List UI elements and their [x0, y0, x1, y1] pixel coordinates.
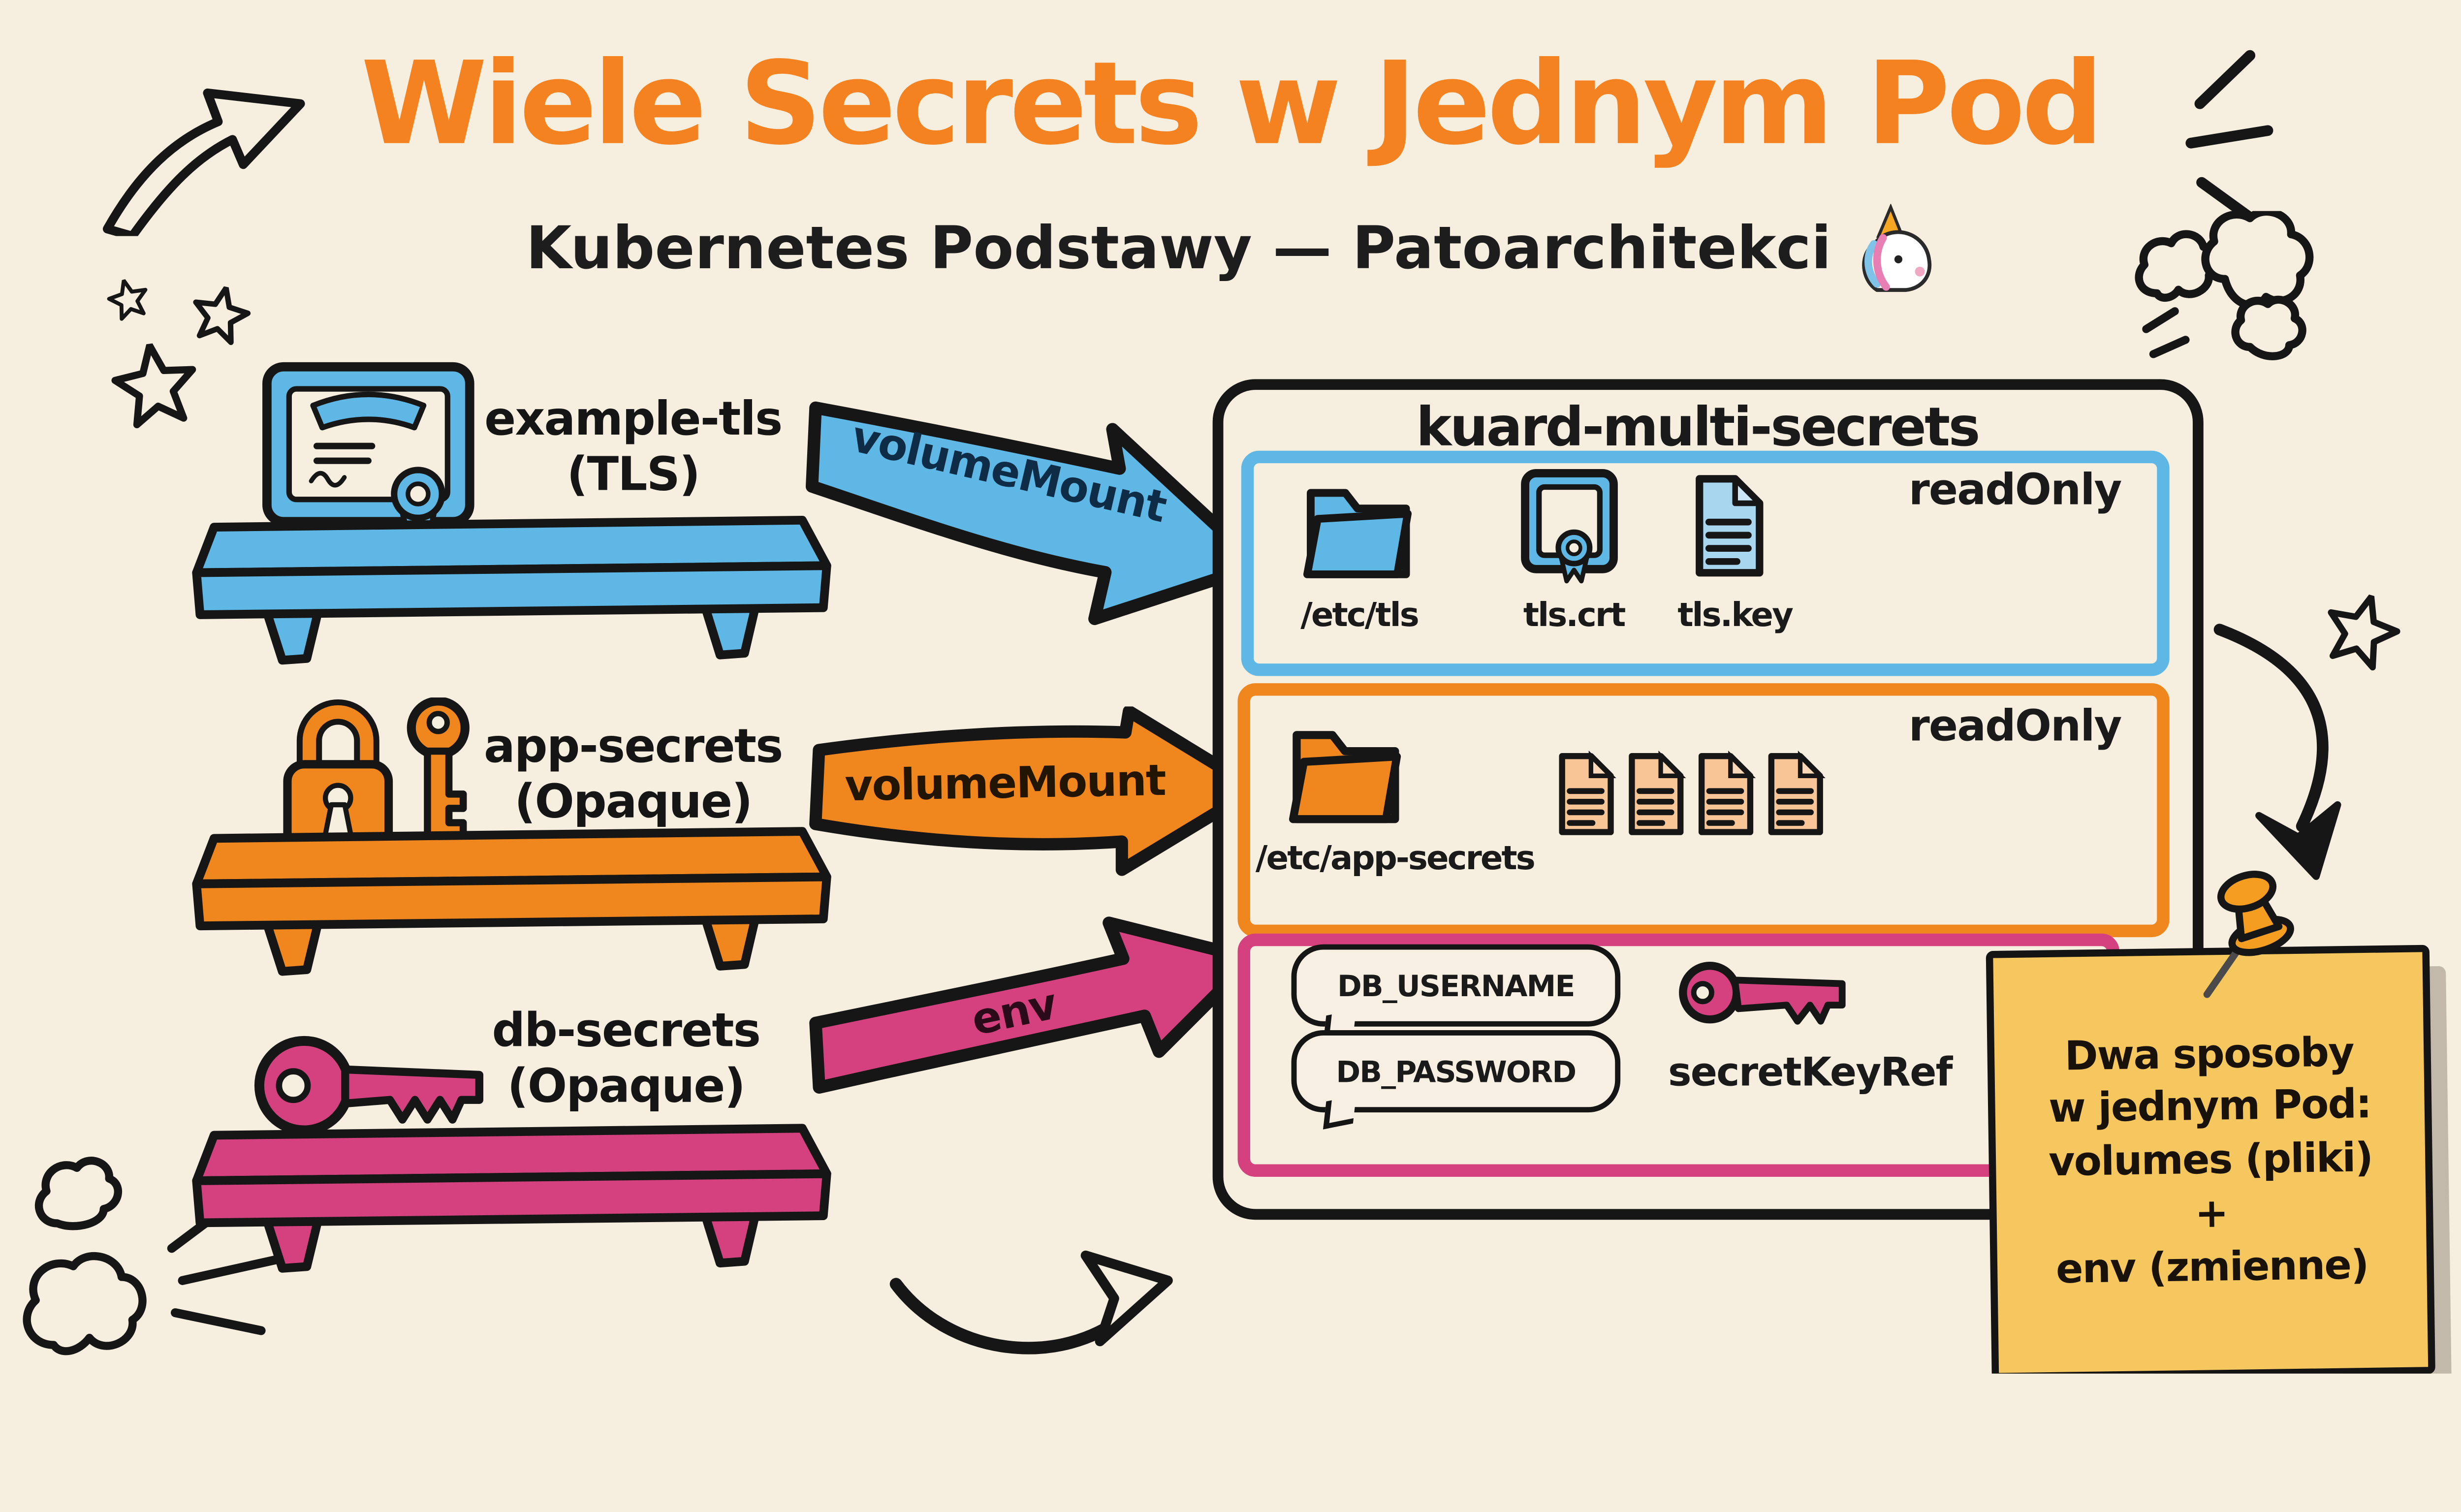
page-subtitle-text: Kubernetes Podstawy — Patoarchitekci: [526, 213, 1831, 283]
pod-title: kuard-multi-secrets: [1416, 397, 1981, 460]
star-icon: [193, 285, 251, 345]
shelf-label: app-secrets (Opaque): [483, 721, 783, 829]
page-title: Wiele Secrets w Jednym Pod: [361, 39, 2103, 172]
flow-arrow-env: [809, 916, 1259, 1094]
page-subtitle: Kubernetes Podstawy — Patoarchitekci: [0, 204, 2461, 293]
shelf-label: example-tls (TLS): [484, 393, 783, 502]
document-icon: [1698, 750, 1756, 835]
mount-path-label: /etc/app-secrets: [1255, 840, 1536, 879]
sketch-arrow-icon: [102, 88, 305, 236]
shelf-board: [192, 1124, 831, 1273]
unicorn-icon: [1849, 204, 1935, 293]
env-var-label: DB_USERNAME: [1337, 968, 1576, 1003]
speech-bubble: DB_PASSWORD: [1291, 1030, 1621, 1113]
curved-arrow-icon: [889, 1250, 1173, 1354]
readonly-label: readOnly: [1908, 465, 2122, 515]
speech-bubble: DB_USERNAME: [1291, 944, 1621, 1027]
burst-cloud-icon: [23, 1157, 284, 1355]
whiteboard-canvas: Wiele Secrets w Jednym Pod Kubernetes Po…: [0, 0, 2461, 1374]
folder-icon: [1289, 731, 1401, 823]
secret-key-ref-label: secretKeyRef: [1668, 1051, 1953, 1097]
key-icon: [407, 697, 470, 855]
document-icon: [1559, 750, 1616, 835]
arrow-label: volumeMount: [844, 756, 1166, 812]
flow-arrow-volume-app: [809, 706, 1262, 876]
burst-cloud-icon: [2135, 211, 2314, 360]
star-icon: [107, 278, 148, 321]
sticky-note-text: Dwa sposoby w jednym Pod: volumes (pliki…: [2048, 1029, 2373, 1293]
sticky-note: Dwa sposoby w jednym Pod: volumes (pliki…: [1986, 945, 2435, 1374]
document-icon: [1629, 750, 1686, 835]
curved-arrow-icon: [2213, 624, 2341, 880]
readonly-label: readOnly: [1908, 701, 2122, 752]
star-icon: [111, 342, 196, 429]
mount-path-label: /etc/tls: [1300, 597, 1420, 635]
file-label: tls.key: [1677, 597, 1794, 635]
star-icon: [2328, 594, 2400, 671]
shelf-board: [192, 827, 831, 976]
key-icon: [1679, 962, 1846, 1025]
shelf-label: db-secrets (Opaque): [492, 1005, 761, 1114]
shelf-board: [192, 515, 831, 665]
file-label: tls.crt: [1523, 597, 1626, 635]
document-icon: [1768, 750, 1826, 835]
env-var-label: DB_PASSWORD: [1336, 1054, 1577, 1089]
certificate-icon: [1521, 469, 1618, 584]
padlock-icon: [283, 699, 393, 856]
pushpin-icon: [2203, 871, 2294, 998]
folder-icon: [1303, 489, 1412, 578]
document-icon: [1696, 475, 1764, 577]
